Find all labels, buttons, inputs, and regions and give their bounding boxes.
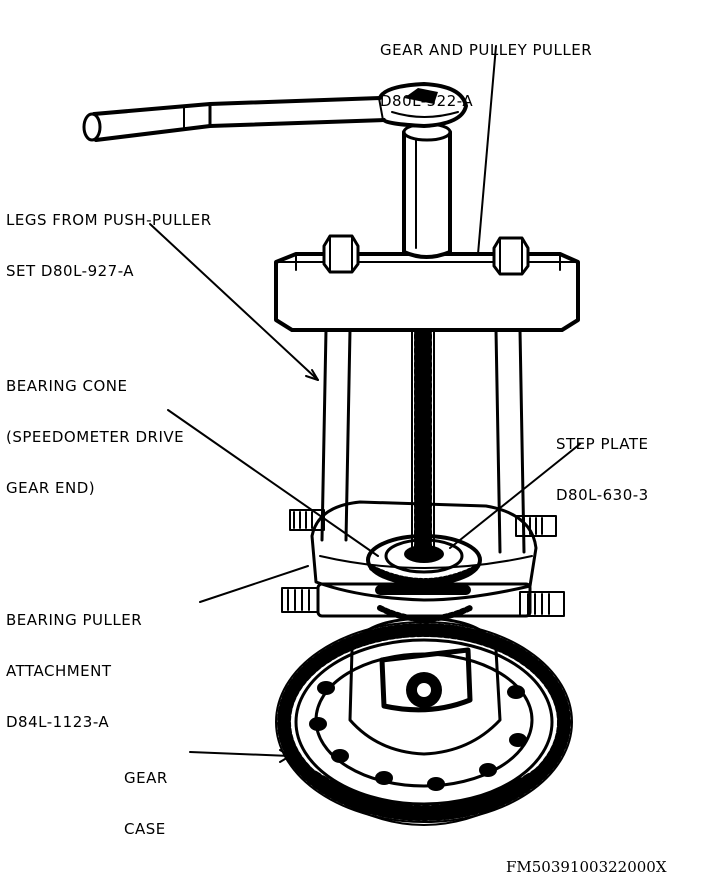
label-gear-pulley-puller-part: D80L-522-A <box>380 92 474 110</box>
leader-gear-case <box>189 751 291 757</box>
label-bearing-cone-detail-1: (SPEEDOMETER DRIVE <box>6 428 185 446</box>
leader-gear-pulley-puller <box>477 45 497 255</box>
label-bearing-puller: BEARING PULLER ATTACHMENT D84L-1123-A <box>6 578 142 765</box>
label-bearing-cone: BEARING CONE (SPEEDOMETER DRIVE GEAR END… <box>6 344 184 531</box>
label-legs: LEGS FROM PUSH-PULLER SET D80L-927-A <box>6 178 212 314</box>
label-step-plate-part: D80L-630-3 <box>556 486 649 504</box>
label-bearing-cone-name: BEARING CONE <box>6 377 128 395</box>
legs-drawing <box>320 325 526 554</box>
leader-legs <box>149 223 319 381</box>
label-legs-name: LEGS FROM PUSH-PULLER <box>6 211 212 229</box>
ram-drawing <box>402 122 452 259</box>
leader-bearing-puller <box>199 565 309 603</box>
leader-legs-arrowhead <box>305 369 319 381</box>
leader-gear-case-arrowhead <box>279 749 291 763</box>
label-gear-case-line1: GEAR <box>124 769 168 787</box>
leader-lines <box>149 45 581 763</box>
label-gear-pulley-puller: GEAR AND PULLEY PULLER D80L-522-A <box>380 8 592 144</box>
label-bearing-puller-name: BEARING PULLER <box>6 611 143 629</box>
label-gear-pulley-puller-name: GEAR AND PULLEY PULLER <box>380 41 593 59</box>
label-step-plate-name: STEP PLATE <box>556 435 649 453</box>
label-gear-case-line2: CASE <box>124 820 166 838</box>
label-bearing-puller-name-2: ATTACHMENT <box>6 662 112 680</box>
figure-code: FM5039100322000X <box>506 858 667 876</box>
label-bearing-cone-detail-2: GEAR END) <box>6 479 96 497</box>
label-gear-case: GEAR CASE <box>124 736 168 872</box>
label-legs-part: SET D80L-927-A <box>6 262 135 280</box>
yoke-drawing <box>274 234 580 332</box>
leader-step-plate <box>449 443 581 549</box>
leader-bearing-cone <box>167 409 379 557</box>
ratchet-drawing <box>82 82 468 142</box>
label-step-plate: STEP PLATE D80L-630-3 <box>556 402 649 538</box>
label-bearing-puller-part: D84L-1123-A <box>6 713 110 731</box>
forcing-screw-drawing <box>411 291 435 557</box>
gear-case-drawing <box>275 616 573 826</box>
